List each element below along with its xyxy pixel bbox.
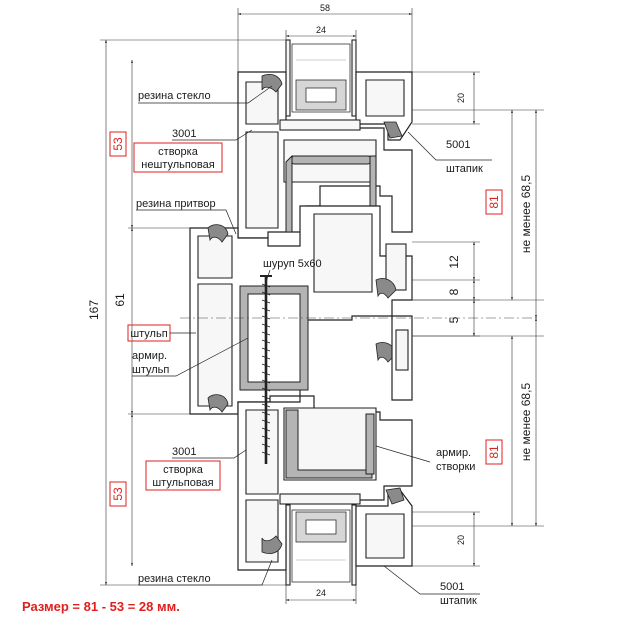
svg-text:резина стекло: резина стекло <box>138 573 211 585</box>
mullion-profile <box>189 205 413 415</box>
callout-bead-top: 5001 штапик <box>407 131 492 175</box>
svg-text:створка: створка <box>163 464 204 476</box>
dimension-min-68-5-top: не менее 68,5 <box>412 109 544 319</box>
svg-text:не менее 68,5: не менее 68,5 <box>519 175 533 254</box>
dimension-left-61: 61 <box>113 227 190 415</box>
screw-5x60 <box>260 275 272 464</box>
dimension-81-bottom: 81 <box>485 439 503 465</box>
svg-text:штульп: штульп <box>130 328 167 340</box>
dimension-right-8: 8 <box>412 279 480 301</box>
svg-text:20: 20 <box>456 93 466 103</box>
sash-top-profile <box>237 71 413 239</box>
svg-text:армир.: армир. <box>436 447 471 459</box>
svg-text:резина стекло: резина стекло <box>138 90 211 102</box>
size-formula: Размер = 81 - 53 = 28 мм. <box>22 599 180 614</box>
dimension-right-12: 12 <box>412 241 480 281</box>
svg-text:шуруп 5х60: шуруп 5х60 <box>263 258 322 270</box>
svg-text:штапик: штапик <box>446 163 483 175</box>
callout-gasket-glass-bottom: резина стекло <box>138 559 273 586</box>
dimension-left-53-top: 53 <box>109 59 134 229</box>
svg-text:нештульповая: нештульповая <box>141 159 214 171</box>
svg-text:5: 5 <box>447 316 461 323</box>
svg-text:3001: 3001 <box>172 128 196 140</box>
svg-text:81: 81 <box>487 445 501 459</box>
svg-text:167: 167 <box>87 300 101 320</box>
svg-text:53: 53 <box>111 137 125 151</box>
dimension-min-68-5-bottom: не менее 68,5 <box>412 317 544 527</box>
sash-bottom-profile <box>237 395 413 571</box>
callout-gasket-glass-top: резина стекло <box>138 85 273 104</box>
svg-text:81: 81 <box>487 195 501 209</box>
dimension-81-top: 81 <box>485 189 503 215</box>
callout-sash-non-mullion: 3001 створка нештульповая <box>133 128 253 173</box>
svg-text:24: 24 <box>316 588 326 598</box>
svg-text:армир.: армир. <box>132 350 167 362</box>
svg-text:не менее 68,5: не менее 68,5 <box>519 383 533 462</box>
glass-unit-bottom <box>285 504 357 586</box>
svg-text:61: 61 <box>113 293 127 307</box>
dimension-right-20-bottom: 20 <box>412 511 480 567</box>
svg-text:12: 12 <box>447 255 461 269</box>
callout-sash-mullion: 3001 створка штульповая <box>145 446 247 491</box>
callout-screw: шуруп 5х60 <box>263 258 322 283</box>
svg-text:24: 24 <box>316 25 326 35</box>
callout-sash-steel: армир. створки <box>375 445 475 473</box>
callout-mullion-steel: армир. штульп <box>132 337 249 377</box>
svg-text:3001: 3001 <box>172 446 196 458</box>
svg-text:53: 53 <box>111 487 125 501</box>
callout-mullion: штульп <box>127 324 196 342</box>
callout-bead-bottom: 5001 штапик <box>383 565 480 607</box>
svg-text:20: 20 <box>456 535 466 545</box>
svg-text:5001: 5001 <box>440 581 464 593</box>
dimension-bottom-24: 24 <box>285 585 357 604</box>
dimension-left-53-bottom: 53 <box>109 413 134 567</box>
svg-text:штапик: штапик <box>440 595 477 607</box>
glass-unit-top <box>285 39 357 117</box>
dimension-right-20-top: 20 <box>412 71 480 125</box>
svg-text:створки: створки <box>436 461 475 473</box>
svg-text:5001: 5001 <box>446 139 470 151</box>
dimension-top-24: 24 <box>285 25 357 42</box>
svg-text:резина притвор: резина притвор <box>136 198 216 210</box>
svg-text:створка: створка <box>158 146 199 158</box>
svg-text:58: 58 <box>320 3 330 13</box>
svg-text:8: 8 <box>447 288 461 295</box>
callout-gasket-closing: резина притвор <box>136 198 237 235</box>
svg-text:штульповая: штульповая <box>152 477 213 489</box>
svg-text:штульп: штульп <box>132 364 169 376</box>
